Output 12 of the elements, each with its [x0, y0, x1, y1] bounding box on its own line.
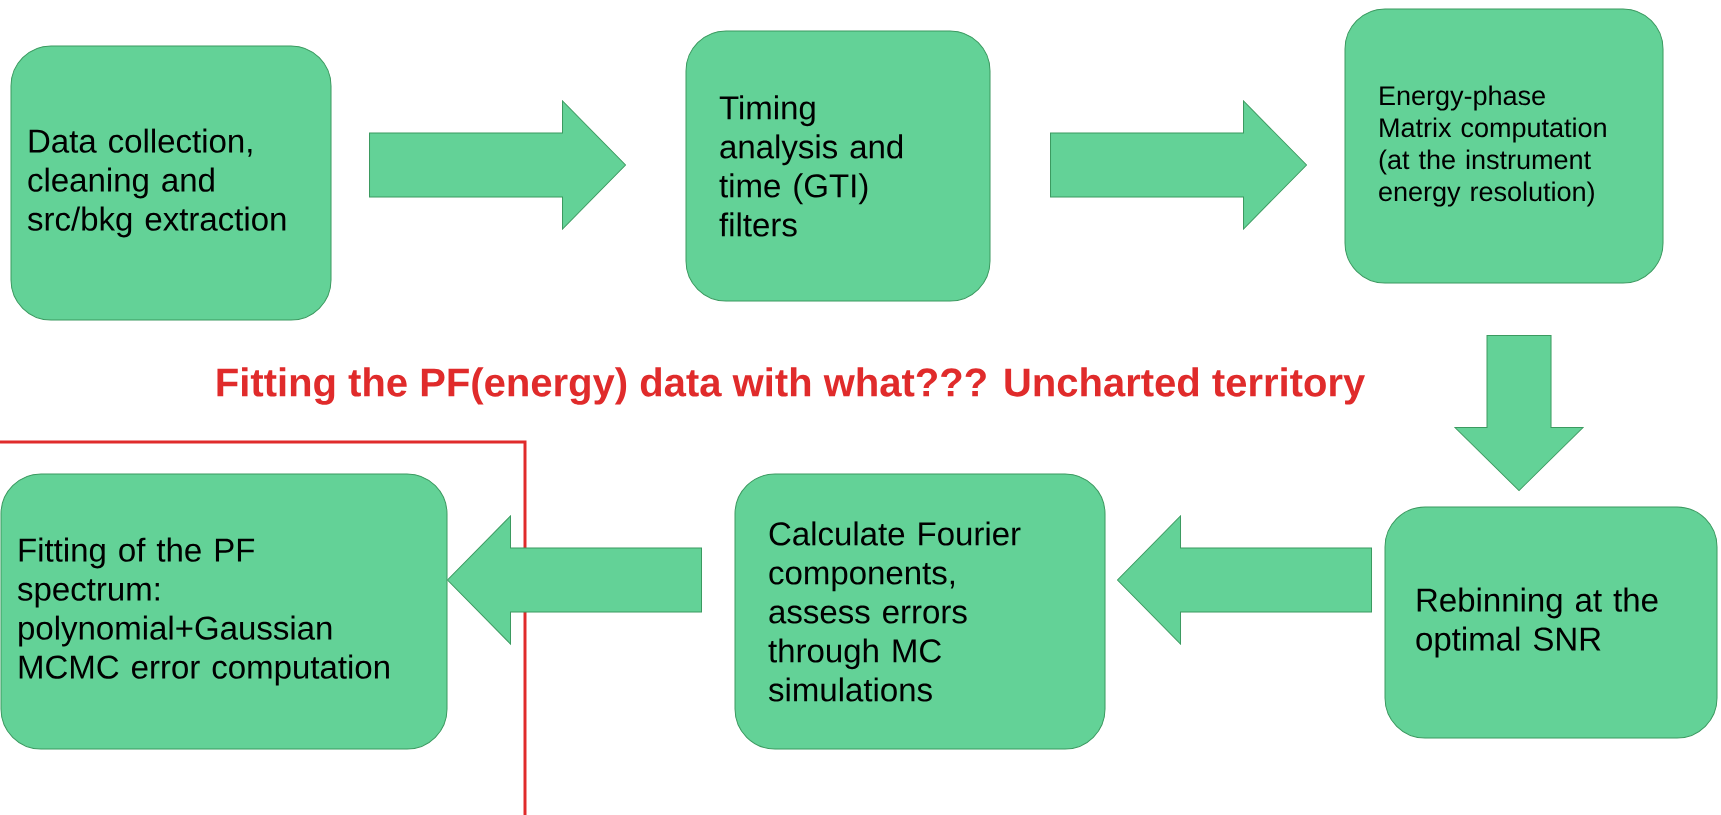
process-box: Fitting of the PF spectrum: polynomial+Gaussian MCMC error computation: [0, 473, 448, 750]
process-box: Data collection, cleaning and src/bkg extraction: [10, 45, 332, 321]
process-box: Rebinning at the optimal SNR: [1384, 506, 1718, 739]
block-arrow: [447, 515, 702, 645]
heading: Fitting the PF(energy) data with what??? Uncharted territory: [217, 367, 1365, 405]
block-arrow: [1117, 515, 1372, 645]
block-arrow: [369, 100, 626, 230]
process-box: Calculate Fourier components, assess errors through MC simulations: [734, 473, 1106, 750]
process-box: Energy-phase Matrix computation (at the instrument energy resolution): [1344, 8, 1664, 284]
block-arrow: [1454, 335, 1584, 491]
block-arrow: [1050, 100, 1307, 230]
process-box: Timing analysis and time (GTI) filters: [685, 30, 991, 302]
